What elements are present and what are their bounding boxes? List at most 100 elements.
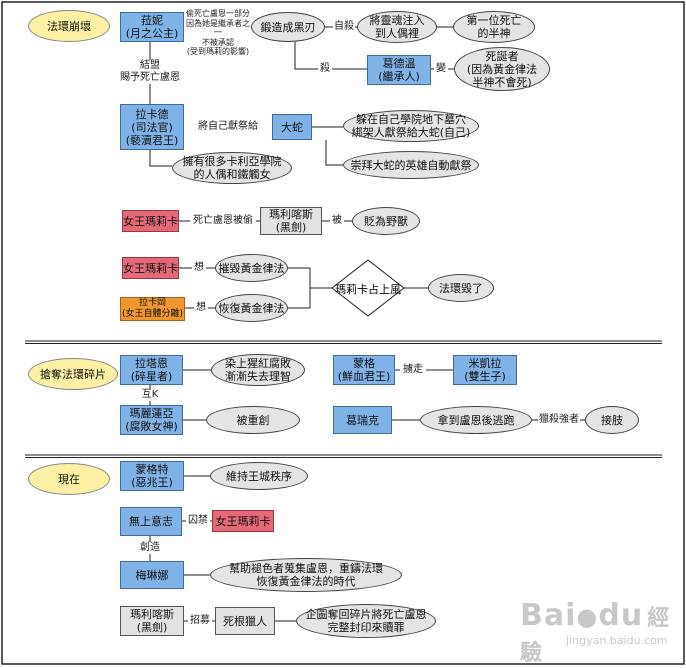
node-marika-prevails: 瑪莉卡占上風 — [335, 283, 401, 296]
node-serpent: 大蛇 — [272, 114, 312, 140]
node-wounded: 被重創 — [206, 406, 300, 434]
node-scarlet-rot: 染上猩紅腐敗 漸漸失去理智 — [211, 354, 305, 386]
node-marika-1: 女王瑪莉卡 — [122, 210, 179, 232]
label-offer-self: 將自己獻祭給 — [184, 121, 272, 133]
section-present: 現在 — [28, 463, 110, 495]
node-black-blade-label: 鍛造成黑刃 — [260, 20, 316, 34]
node-marika-2: 女王瑪莉卡 — [122, 257, 179, 279]
section-law-collapse-label: 法環崩壞 — [47, 19, 91, 33]
node-puppet-label: 將靈魂注入 到人偶裡 — [369, 14, 425, 40]
node-seal-atone: 企圖奪回碎片將死亡盧恩 完整封印來贖罪 — [296, 604, 436, 638]
node-deathborn-label: 死誕者 (因為黃金律法 半神不會死) — [466, 49, 538, 89]
node-zani: 菈妮 (月之公主) — [120, 12, 184, 42]
label-change: 變 — [434, 63, 448, 75]
node-marika-1-label: 女王瑪莉卡 — [123, 214, 178, 228]
node-mohg-label: 蒙格 (鮮血君王) — [337, 357, 391, 383]
node-ring-broken: 法環毀了 — [428, 274, 494, 302]
node-greater-will: 無上意志 — [120, 507, 182, 536]
label-zani-note: 偷死亡盧恩一部分 因為她是繼承者之一 不被承認 (受到瑪莉的影響) — [184, 9, 252, 57]
node-radagon: 拉卡岡 (女王自體分離) — [120, 297, 185, 321]
node-destroy: 摧毀黃金律法 — [215, 254, 288, 282]
node-godwyn-label: 葛德溫 (繼承人) — [378, 57, 420, 83]
node-greater-will-label: 無上意志 — [129, 515, 173, 528]
node-seal-atone-label: 企圖奪回碎片將死亡盧恩 完整封印來贖罪 — [305, 608, 427, 634]
watermark-baidu-bai: Bai — [520, 598, 577, 633]
section-law-collapse: 法環崩壞 — [28, 10, 110, 42]
section-shard-seizure: 搶奪法環碎片 — [28, 358, 118, 390]
node-radahn: 拉塔恩 (碎星者) — [120, 355, 183, 385]
label-kill: 殺 — [318, 63, 332, 75]
node-zani-label: 菈妮 (月之公主) — [125, 14, 179, 40]
watermark-url: jingyan.baidu.com — [566, 634, 668, 647]
section-present-label: 現在 — [58, 472, 80, 486]
node-maliketh-1: 瑪利喀斯 (黑劍) — [260, 207, 322, 235]
node-flee: 拿到盧恩後逃跑 — [420, 406, 532, 434]
node-graft-label: 接肢 — [601, 413, 623, 427]
node-maliketh-2-label: 瑪利喀斯 (黑劍) — [130, 608, 174, 634]
node-worship: 崇拜大蛇的英雄自動獻祭 — [343, 151, 479, 179]
node-first-dead-label: 第一位死亡 的半神 — [466, 14, 522, 40]
node-beast: 貶為野獸 — [352, 207, 420, 235]
node-lair: 躲在自己學院地下墓穴 綁架人獻祭給大蛇(自己) — [343, 110, 479, 142]
label-by: 被 — [330, 215, 344, 227]
node-maliketh-1-label: 瑪利喀斯 (黑劍) — [269, 208, 313, 234]
node-melina-label: 梅琳娜 — [135, 568, 169, 582]
node-morgott: 蒙格特 (惡兆王) — [120, 461, 184, 491]
node-serpent-label: 大蛇 — [281, 120, 303, 134]
node-mohg: 蒙格 (鮮血君王) — [333, 355, 395, 385]
node-morgott-label: 蒙格特 (惡兆王) — [131, 463, 173, 489]
label-abduct: 擄走 — [400, 364, 426, 376]
label-imprison: 囚禁 — [186, 515, 210, 527]
node-malenia-label: 瑪麗蓮亞 (腐敗女神) — [125, 407, 178, 433]
node-godrick: 葛瑞克 — [333, 406, 392, 434]
node-death-hunters-label: 死根獵人 — [223, 614, 267, 628]
node-radagon-label: 拉卡岡 (女王自體分離) — [121, 298, 184, 319]
node-melina: 梅琳娜 — [120, 561, 184, 589]
node-rykard: 拉卡德 (司法官) (褻瀆君王) — [120, 104, 184, 150]
section-shard-seizure-label: 搶奪法環碎片 — [40, 367, 106, 381]
node-godwyn: 葛德溫 (繼承人) — [367, 55, 431, 85]
node-marika-3-label: 女王瑪莉卡 — [215, 514, 271, 528]
node-students: 擁有很多卡利亞學院 的人偶和鐵觸女 — [172, 152, 292, 184]
node-worship-label: 崇拜大蛇的英雄自動獻祭 — [350, 158, 472, 172]
label-want-2: 想 — [194, 302, 208, 314]
node-godrick-label: 葛瑞克 — [346, 413, 379, 427]
node-destroy-label: 摧毀黃金律法 — [218, 261, 285, 275]
label-fight: 互K — [138, 389, 162, 401]
node-flee-label: 拿到盧恩後逃跑 — [437, 413, 515, 427]
node-scarlet-rot-label: 染上猩紅腐敗 漸漸失去理智 — [225, 357, 291, 383]
node-puppet: 將靈魂注入 到人偶裡 — [357, 11, 437, 43]
label-rune-stolen: 死亡盧恩被偷 — [190, 215, 256, 227]
label-create: 創造 — [138, 542, 162, 554]
node-malenia: 瑪麗蓮亞 (腐敗女神) — [120, 405, 183, 435]
node-black-blade: 鍛造成黑刃 — [251, 12, 325, 42]
node-help-tarnished: 幫助褪色者蒐集盧恩，重鑄法環 恢復黃金律法的時代 — [210, 558, 402, 592]
node-marika-3: 女王瑪莉卡 — [212, 510, 274, 532]
node-maliketh-2: 瑪利喀斯 (黑劍) — [120, 606, 184, 636]
node-ring-broken-label: 法環毀了 — [439, 281, 483, 295]
node-rykard-label: 拉卡德 (司法官) (褻瀆君王) — [125, 107, 179, 147]
node-restore: 恢復黃金律法 — [215, 294, 288, 322]
node-first-dead: 第一位死亡 的半神 — [453, 11, 535, 43]
node-death-hunters: 死根獵人 — [215, 607, 275, 635]
label-suicide: 自殺 — [333, 21, 355, 33]
node-beast-label: 貶為野獸 — [364, 214, 408, 228]
node-order: 維持王城秩序 — [210, 462, 308, 490]
node-graft: 接肢 — [585, 406, 639, 434]
node-miquella: 米凱拉 (雙生子) — [453, 355, 517, 385]
node-wounded-label: 被重創 — [236, 413, 270, 427]
label-recruit: 招募 — [188, 615, 212, 627]
node-miquella-label: 米凱拉 (雙生子) — [464, 357, 506, 383]
node-restore-label: 恢復黃金律法 — [218, 301, 285, 315]
node-marika-2-label: 女王瑪莉卡 — [123, 261, 178, 275]
node-deathborn: 死誕者 (因為黃金律法 半神不會死) — [454, 47, 550, 91]
watermark-paw-icon: ● — [576, 603, 599, 631]
label-want-1: 想 — [192, 262, 206, 274]
label-hunt-strong: 獵殺強者 — [538, 414, 580, 426]
node-help-tarnished-label: 幫助褪色者蒐集盧恩，重鑄法環 恢復黃金律法的時代 — [229, 562, 383, 588]
node-radahn-label: 拉塔恩 (碎星者) — [130, 357, 173, 383]
watermark-jingyan: 經驗 — [520, 606, 671, 666]
